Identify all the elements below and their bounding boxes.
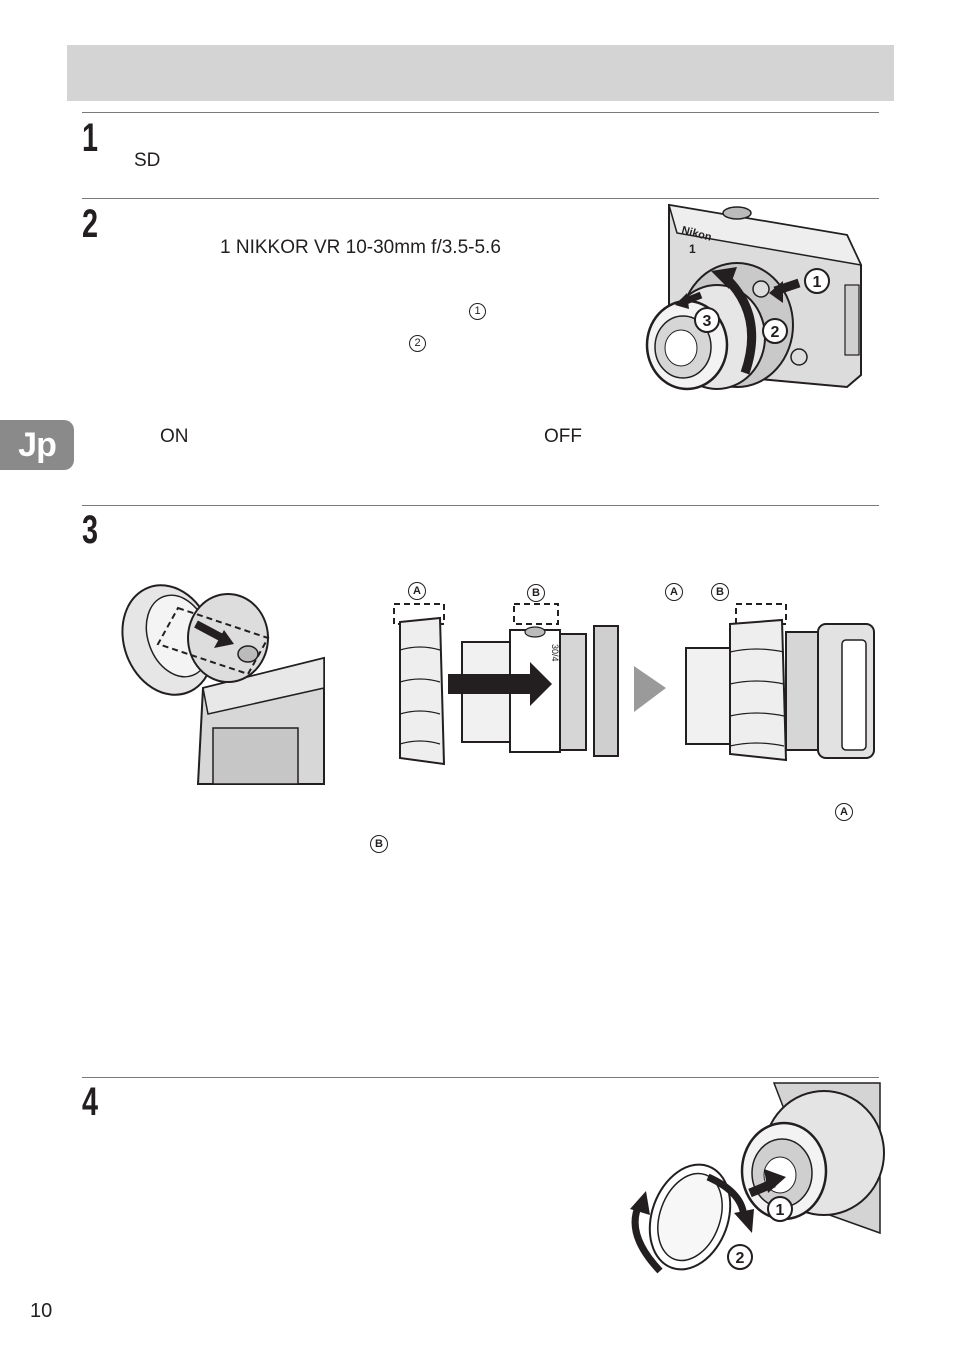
lens-name: 1 NIKKOR VR 10-30mm f/3.5-5.6 [220, 237, 501, 258]
page-number: 10 [30, 1300, 53, 1322]
label-a-circle: A [408, 581, 426, 600]
step-divider [82, 505, 879, 506]
step-marker-2: 2 [409, 333, 426, 352]
grip-side-view-illustration: 30/4 [393, 603, 875, 766]
model-text: 1 [689, 242, 696, 256]
on-label: ON [160, 426, 189, 447]
step-number: 3 [82, 508, 99, 552]
step-marker-1: 1 [469, 301, 486, 320]
section-header-bar [67, 45, 894, 101]
callout-2: 2 [736, 1250, 745, 1267]
language-tab: Jp [0, 420, 74, 470]
callout-1: 1 [776, 1202, 785, 1219]
filter-attach-illustration: 1 2 [630, 1082, 885, 1274]
step-number: 1 [82, 116, 99, 160]
callout-1: 1 [813, 274, 822, 291]
step-divider [82, 198, 879, 199]
label-b-circle: B [527, 583, 545, 602]
step-number: 2 [82, 202, 99, 246]
grip-attach-illustration [121, 584, 325, 785]
callout-2: 2 [771, 324, 780, 341]
body-label-b: B [370, 834, 388, 853]
callout-3: 3 [703, 313, 712, 330]
label-a-small: A [665, 582, 683, 601]
step-number: 4 [82, 1080, 99, 1124]
camera-lens-attach-illustration: Nikon 1 1 2 3 [645, 203, 863, 391]
step-divider [82, 112, 879, 113]
label-b-small: B [711, 582, 729, 601]
body-label-a: A [835, 802, 853, 821]
step-1-text: SD [134, 150, 161, 171]
step-divider [82, 1077, 879, 1078]
off-label: OFF [544, 426, 582, 447]
lens-mark: 30/4 [550, 644, 560, 662]
